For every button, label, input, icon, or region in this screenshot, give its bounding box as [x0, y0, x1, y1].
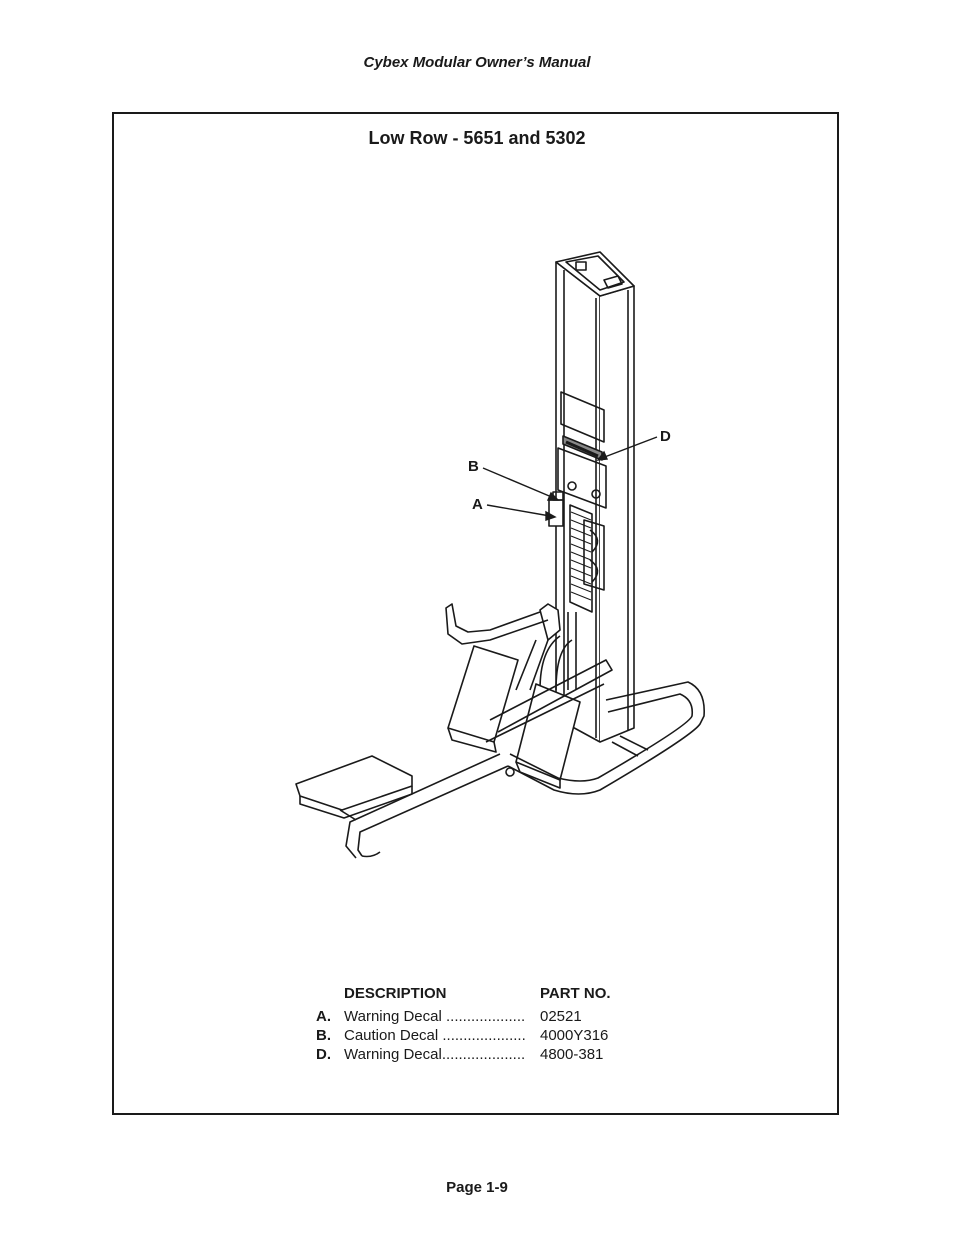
- row-description: Warning Decal ...................: [344, 1008, 526, 1025]
- part-no-header: PART NO.: [540, 985, 611, 1002]
- row-description: Warning Decal....................: [344, 1046, 526, 1063]
- callout-a: A: [472, 496, 483, 513]
- manual-title: Cybex Modular Owner’s Manual: [363, 54, 591, 71]
- row-letter: D.: [316, 1046, 331, 1063]
- row-letter: B.: [316, 1027, 331, 1044]
- callout-d: D: [660, 428, 671, 445]
- description-header: DESCRIPTION: [344, 985, 447, 1002]
- page-number: Page 1-9: [446, 1179, 508, 1196]
- row-part-number: 4000Y316: [540, 1027, 609, 1044]
- callout-b: B: [468, 458, 479, 475]
- figure-frame: [112, 112, 839, 1115]
- figure-title: Low Row - 5651 and 5302: [368, 128, 586, 148]
- row-letter: A.: [316, 1008, 331, 1025]
- row-part-number: 4800-381: [540, 1046, 604, 1063]
- row-part-number: 02521: [540, 1008, 582, 1025]
- row-description: Caution Decal ....................: [344, 1027, 526, 1044]
